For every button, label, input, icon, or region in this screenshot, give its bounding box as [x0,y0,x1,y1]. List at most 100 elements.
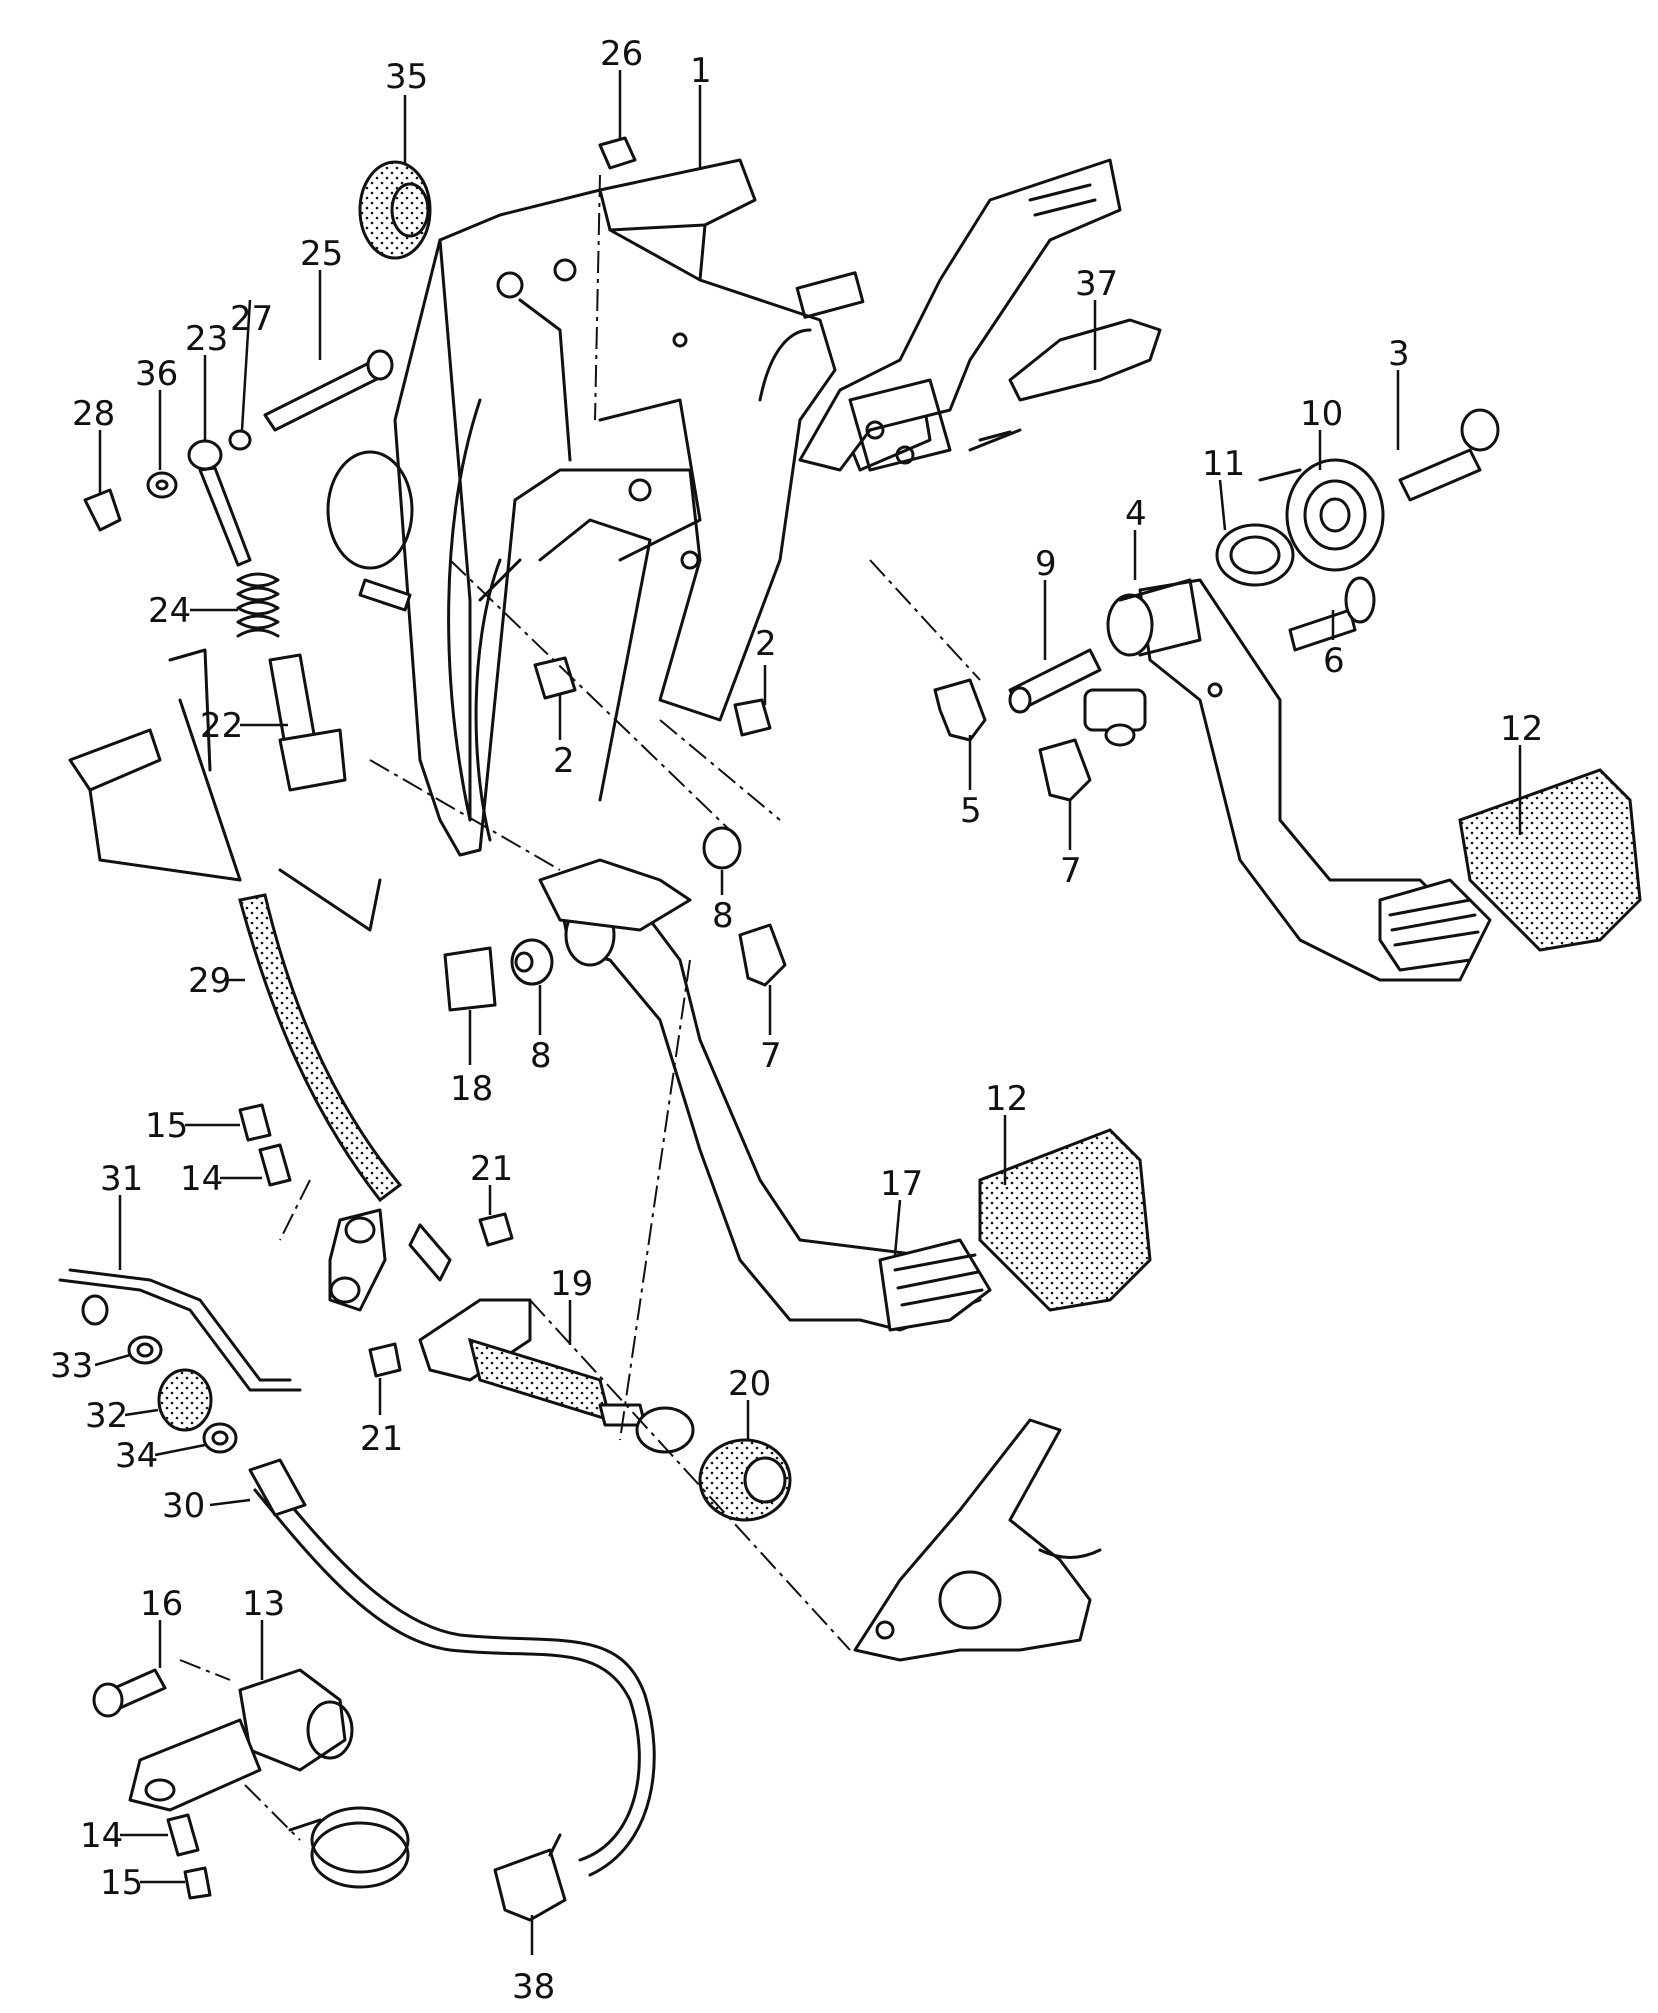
seal-34 [202,1422,238,1454]
callout-14: 14 [180,1159,223,1199]
link-23 [187,439,252,567]
bleeder-14-upper [258,1143,292,1187]
callout-28: 28 [72,394,115,434]
bolt-3 [1398,408,1500,502]
callout-36: 36 [135,354,178,394]
callout-38: 38 [512,1967,555,2007]
callout-4: 4 [1125,494,1147,534]
callout-6: 6 [1323,641,1345,681]
reservoir-bracket [68,648,382,932]
callout-16: 16 [140,1584,183,1624]
pin-25 [263,349,394,432]
washer-27 [228,429,252,451]
brake-pedal-right [1106,578,1492,982]
seal-33 [127,1335,163,1365]
return-spring-10 [1258,458,1385,572]
pedal-pad-12-a [1458,768,1642,952]
callout-12: 12 [1500,709,1543,749]
callout-11: 11 [1202,444,1245,484]
callout-37: 37 [1075,264,1118,304]
bleeder-14-lower [166,1813,200,1857]
bushing-11 [1215,523,1295,587]
bolt-6 [1288,576,1376,652]
callout-17: 17 [880,1164,923,1204]
coiled-line [288,1806,410,1889]
clip-7-right [1038,738,1092,802]
callout-2: 2 [755,624,777,664]
bushing-32 [157,1368,213,1432]
nut-21-upper [478,1212,514,1247]
callout-35: 35 [385,57,428,97]
spring-24 [236,572,280,638]
callout-25: 25 [300,234,343,274]
callout-23: 23 [185,319,228,359]
bolt-16 [92,1668,167,1718]
bracket-18 [443,946,497,1012]
callout-31: 31 [100,1159,143,1199]
callout-7: 7 [760,1036,782,1076]
callout-leaders [94,70,1522,1955]
nut-2-a [533,656,577,700]
callout-22: 22 [200,706,243,746]
callout-10: 10 [1300,394,1343,434]
callout-3: 3 [1388,334,1410,374]
hose-30 [248,1458,656,1877]
washer-36 [146,471,178,499]
pedal-pad-12-b [978,1128,1152,1312]
bushing-pair-right [1083,688,1147,747]
master-cylinder-19 [418,1298,695,1454]
callout-32: 32 [85,1396,128,1436]
nut-2-b [733,698,772,737]
hose-29 [238,893,403,1203]
cap-15-upper [238,1103,272,1142]
sleeve-22 [268,653,347,792]
bushing-8-lower [510,938,554,986]
callout-2: 2 [553,741,575,781]
callout-21: 21 [470,1149,513,1189]
pin-9 [1008,648,1102,714]
pipe-31 [58,1268,302,1392]
grommet-35 [358,160,432,260]
callout-30: 30 [162,1486,205,1526]
clutch-pedal-17 [538,858,992,1332]
callout-7: 7 [1060,851,1082,891]
firewall-panel [853,1418,1102,1662]
callout-24: 24 [148,591,191,631]
callout-8: 8 [530,1036,552,1076]
callout-33: 33 [50,1346,93,1386]
pedal-switch-37 [968,318,1162,452]
callout-12: 12 [985,1079,1028,1119]
pedal-bracket-frame [326,158,932,857]
callout-20: 20 [728,1364,771,1404]
grommet-20 [698,1438,792,1522]
callout-8: 8 [712,896,734,936]
callout-1: 1 [690,51,712,91]
callout-labels: 1 2 2 3 4 5 6 7 7 8 8 9 10 11 12 12 12 1… [50,34,1543,2007]
callout-9: 9 [1035,544,1057,584]
slave-cylinder-13 [128,1668,354,1812]
callout-27: 27 [230,299,273,339]
callout-29: 29 [188,961,231,1001]
upper-pedal-arm [798,158,1122,472]
clip-28 [83,488,122,532]
callout-34: 34 [115,1436,158,1476]
callout-5: 5 [960,791,982,831]
assembly-lines [179,174,981,1841]
nut-26 [598,136,637,170]
clip-38 [493,1833,567,1922]
clip-7-center [738,923,787,987]
nut-21-lower [368,1342,402,1378]
bushing-8-upper [702,826,742,870]
clip-5 [933,678,987,742]
callout-13: 13 [242,1584,285,1624]
bolt-2-c [358,578,412,612]
callout-15: 15 [145,1106,188,1146]
callout-26: 26 [600,34,643,74]
callout-19: 19 [550,1264,593,1304]
callout-14: 14 [80,1816,123,1856]
hydraulic-junction [328,1208,452,1312]
callout-21: 21 [360,1419,403,1459]
callout-18: 18 [450,1069,493,1109]
callout-15: 15 [100,1863,143,1903]
